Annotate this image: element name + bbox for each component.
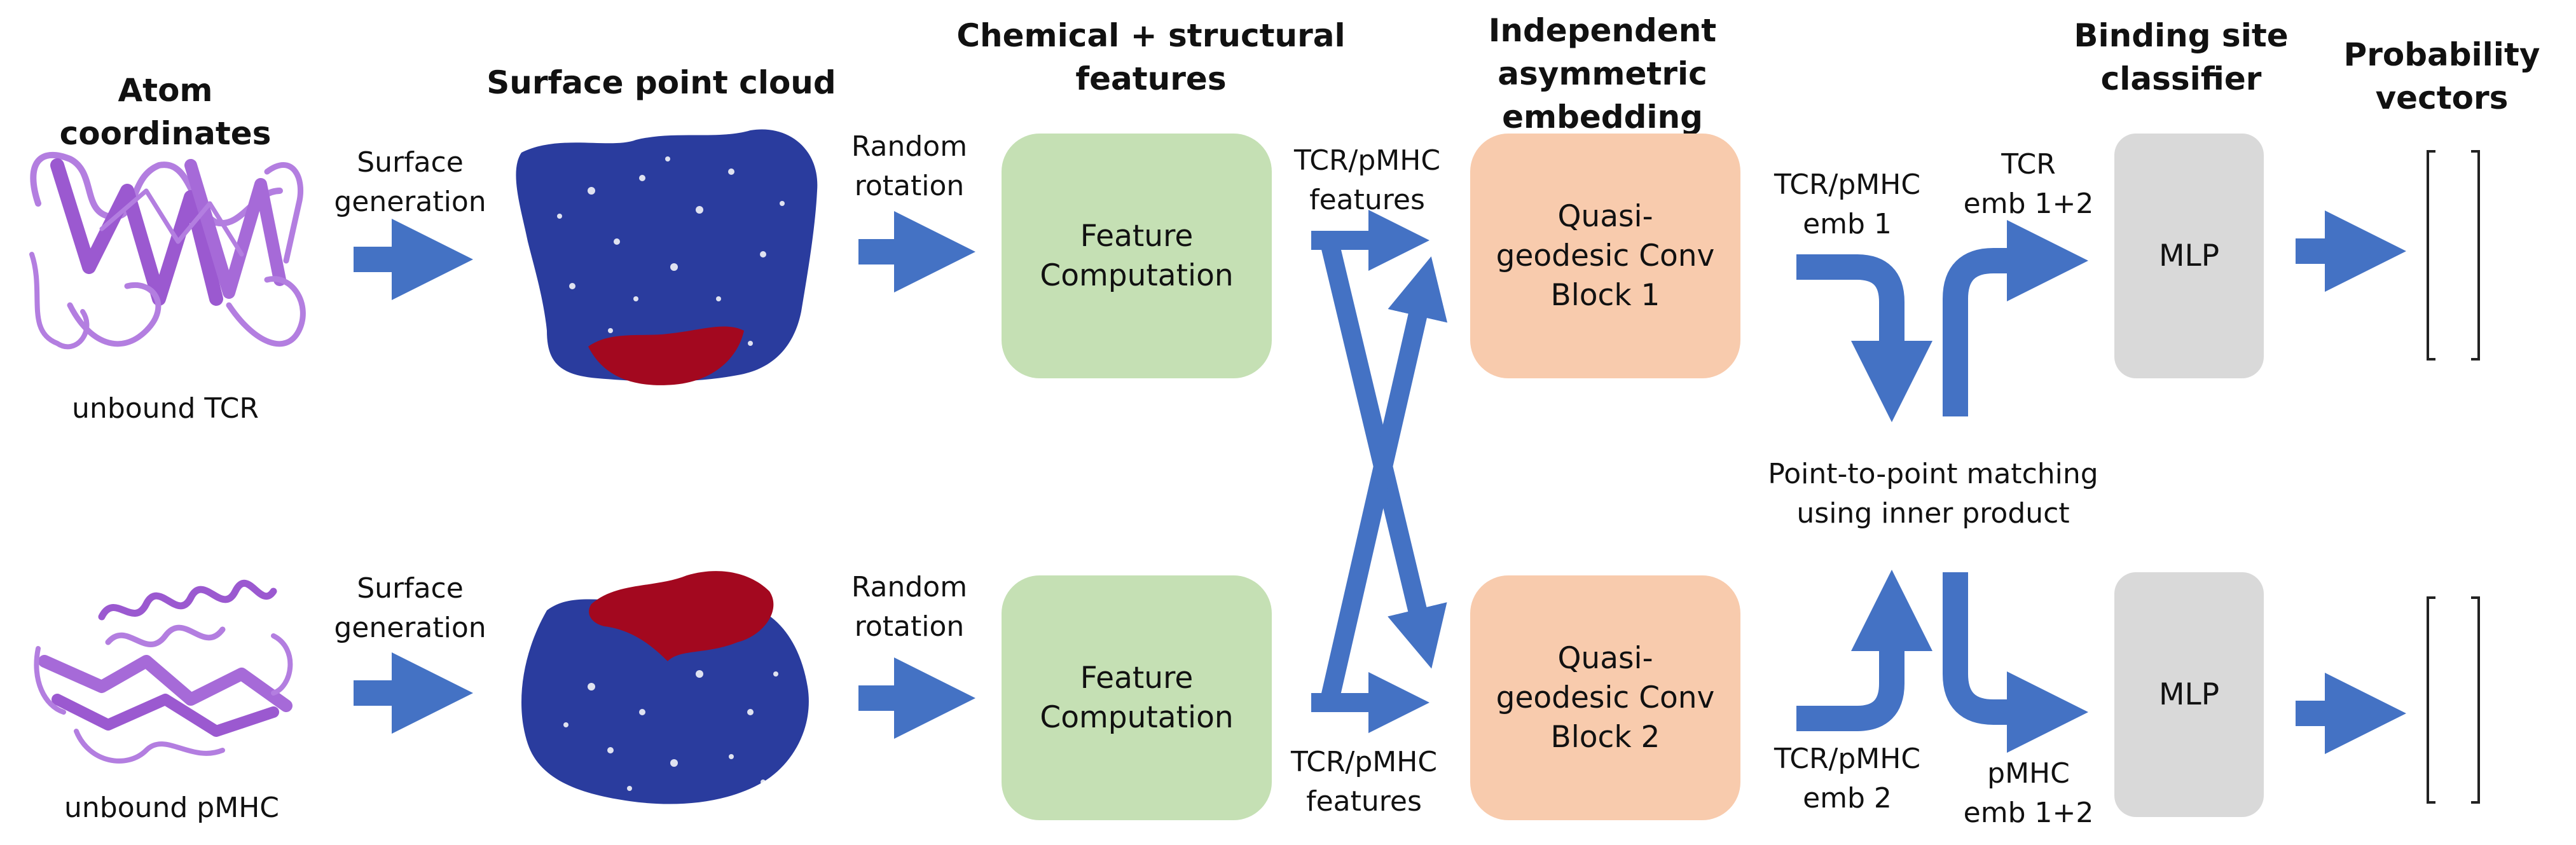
header-binding-line-2: classifier xyxy=(2100,60,2262,97)
header-probability-line-2: vectors xyxy=(2375,79,2509,116)
header-independent-line-1: Independent xyxy=(1488,12,1717,49)
label-emb-1-line-2: emb 1 xyxy=(1803,208,1892,240)
conv-block-2-line-2: geodesic Conv xyxy=(1496,680,1715,715)
label-tcr-emb-combined: TCR emb 1+2 xyxy=(1946,145,2111,224)
tcr-protein-structure xyxy=(29,151,306,350)
label-unbound-tcr: unbound TCR xyxy=(72,392,259,425)
conv-block-1-line-1: Quasi- xyxy=(1557,198,1653,234)
label-point-to-point-matching: Point-to-point matching using inner prod… xyxy=(1742,455,2124,533)
conv-block-1-line-2: geodesic Conv xyxy=(1496,238,1715,273)
header-chemical-line-1: Chemical + structural xyxy=(956,17,1346,54)
label-random-rotation-top: Random rotation xyxy=(827,127,992,206)
header-binding-line-1: Binding site xyxy=(2074,17,2289,54)
label-surface-generation-bottom-1: Surface xyxy=(357,572,464,605)
label-features-top-2: features xyxy=(1309,184,1425,216)
header-independent-line-2: asymmetric embedding xyxy=(1498,55,1707,135)
label-random-rotation-bottom-2: rotation xyxy=(854,610,965,643)
arrow-matching-to-tcr-emb xyxy=(1943,219,2089,416)
label-tcr-emb-line-1: TCR xyxy=(2001,148,2056,181)
feature-box-bottom-line-1: Feature xyxy=(1080,660,1194,696)
label-emb-1: TCR/pMHC emb 1 xyxy=(1755,165,1939,244)
label-random-rotation-bottom-1: Random xyxy=(851,571,968,603)
label-features-bottom-1: TCR/pMHC xyxy=(1290,746,1438,778)
label-emb-2: TCR/pMHC emb 2 xyxy=(1755,739,1939,818)
feature-computation-box-bottom: Feature Computation xyxy=(1002,575,1272,820)
mlp-bottom-label: MLP xyxy=(2158,677,2220,712)
mlp-top-label: MLP xyxy=(2158,238,2220,273)
label-features-bottom: TCR/pMHC features xyxy=(1275,743,1453,821)
matching-arrows xyxy=(1796,219,2089,753)
label-surface-generation-top-2: generation xyxy=(334,186,486,218)
header-probability-line-1: Probability xyxy=(2343,36,2540,73)
conv-block-1-line-3: Block 1 xyxy=(1550,277,1660,313)
label-emb-2-line-2: emb 2 xyxy=(1803,782,1892,814)
pmhc-surface-point-cloud xyxy=(521,571,809,804)
tcr-surface-point-cloud xyxy=(516,129,818,385)
label-pmhc-emb-combined: pMHC emb 1+2 xyxy=(1946,754,2111,833)
feature-crossing-arrows xyxy=(1311,209,1448,734)
label-tcr-emb-line-2: emb 1+2 xyxy=(1963,188,2094,220)
probability-vector-bottom xyxy=(2427,596,2480,804)
arrow-top-features-to-block-2 xyxy=(1311,231,1447,669)
header-binding-site-classifier: Binding site classifier xyxy=(2060,14,2302,100)
header-chemical-structural-features: Chemical + structural features xyxy=(954,14,1348,100)
header-atom-coordinates: Atom coordinates xyxy=(59,72,272,152)
label-surface-generation-bottom-2: generation xyxy=(334,612,486,644)
label-unbound-pmhc: unbound pMHC xyxy=(64,792,279,824)
label-random-rotation-bottom: Random rotation xyxy=(827,568,992,647)
mlp-box-top: MLP xyxy=(2114,134,2264,378)
label-matching-line-1: Point-to-point matching xyxy=(1768,458,2098,490)
arrow-matching-to-pmhc-emb xyxy=(1943,572,2089,753)
label-surface-generation-top-1: Surface xyxy=(357,146,464,179)
arrows-bottom-row xyxy=(354,652,2407,755)
label-pmhc-emb-line-1: pMHC xyxy=(1987,757,2070,790)
conv-block-2-line-3: Block 2 xyxy=(1550,719,1660,755)
conv-block-1-box: Quasi- geodesic Conv Block 1 xyxy=(1470,134,1740,378)
label-pmhc-emb-line-2: emb 1+2 xyxy=(1963,797,2094,829)
label-emb-1-line-1: TCR/pMHC xyxy=(1774,168,1921,201)
probability-vector-top xyxy=(2427,150,2480,361)
mlp-box-bottom: MLP xyxy=(2114,572,2264,817)
label-features-top-1: TCR/pMHC xyxy=(1293,144,1441,177)
arrow-emb2-to-matching xyxy=(1796,569,1933,731)
header-chemical-line-2: features xyxy=(1075,60,1227,97)
conv-block-2-box: Quasi- geodesic Conv Block 2 xyxy=(1470,575,1740,820)
label-surface-generation-top: Surface generation xyxy=(318,143,502,222)
header-independent-embedding: Independent asymmetric embedding xyxy=(1399,9,1806,139)
label-random-rotation-top-2: rotation xyxy=(854,170,965,202)
arrow-emb1-to-matching xyxy=(1796,254,1933,423)
header-surface-point-cloud: Surface point cloud xyxy=(486,64,836,101)
label-features-top: TCR/pMHC features xyxy=(1281,141,1453,220)
label-emb-2-line-1: TCR/pMHC xyxy=(1774,743,1921,775)
arrow-bottom-features-to-block-1 xyxy=(1311,256,1448,712)
conv-block-2-line-1: Quasi- xyxy=(1557,640,1653,676)
header-probability-vectors: Probability vectors xyxy=(2327,33,2556,120)
feature-box-top-line-2: Computation xyxy=(1040,258,1234,293)
feature-box-bottom-line-2: Computation xyxy=(1040,699,1234,735)
label-random-rotation-top-1: Random xyxy=(851,130,968,163)
label-matching-line-2: using inner product xyxy=(1796,497,2070,530)
feature-computation-box-top: Feature Computation xyxy=(1002,134,1272,378)
feature-box-top-line-1: Feature xyxy=(1080,218,1194,254)
arrows-top-row xyxy=(354,210,2407,301)
pmhc-protein-structure xyxy=(34,579,293,764)
label-features-bottom-2: features xyxy=(1306,785,1422,818)
label-surface-generation-bottom: Surface generation xyxy=(318,569,502,648)
